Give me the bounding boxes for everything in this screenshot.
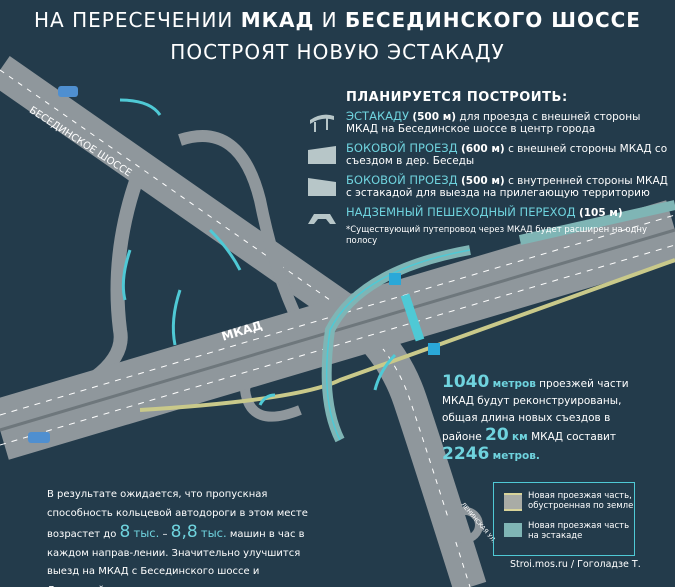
north-side-overpass — [518, 200, 675, 245]
legend-ground: Новая проезжая часть, обустроенная по зе… — [528, 491, 634, 511]
title-line-2: ПОСТРОЯТ НОВУЮ ЭСТАКАДУ — [170, 40, 505, 64]
legend-overpass: Новая проезжая часть на эстакаде — [528, 521, 630, 541]
credit: Stroi.mos.ru / Гоголадзе Т. — [510, 559, 641, 570]
legend-swatch-overpass — [504, 523, 522, 537]
side-road-south — [139, 258, 675, 412]
legend: Новая проезжая часть, обустроенная по зе… — [493, 482, 635, 556]
pedestrian-sign-icon — [428, 343, 440, 355]
plan-item: ЭСТАКАДУ (500 м) для проезда с внешней с… — [306, 109, 675, 136]
car-icon — [58, 86, 78, 97]
title-line-1: НА ПЕРЕСЕЧЕНИИ МКАД И БЕСЕДИНСКОГО ШОССЕ — [34, 8, 641, 32]
arrow-icon — [208, 228, 242, 271]
plan-list: ПЛАНИРУЕТСЯ ПОСТРОИТЬ: ЭСТАКАДУ (500 м) … — [306, 90, 675, 247]
pedestrian-sign-icon — [389, 273, 401, 285]
plan-heading: ПЛАНИРУЕТСЯ ПОСТРОИТЬ: — [346, 90, 568, 105]
pedestrian-bridge — [400, 293, 425, 342]
result-text: В результате ожидается, что пропускная с… — [47, 489, 308, 587]
plan-item: НАДЗЕМНЫЙ ПЕШЕХОДНЫЙ ПЕРЕХОД (105 м) — [306, 205, 675, 224]
stats-text: 1040 метров проезжей части МКАД будут ре… — [442, 372, 629, 464]
arrow-icon — [258, 393, 276, 406]
arrow-icon — [121, 249, 132, 301]
plan-item: БОКОВОЙ ПРОЕЗД (600 м) с внешней стороны… — [306, 141, 675, 168]
car-icon — [28, 432, 50, 443]
plan-note: *Существующий путепровод через МКАД буде… — [346, 225, 647, 246]
side-road-ramp-icon — [308, 177, 336, 196]
overpass-icon — [310, 114, 334, 132]
pedestrian-bridge-icon — [308, 213, 336, 224]
side-road-icon — [308, 145, 336, 164]
plan-item: БОКОВОЙ ПРОЕЗД (500 м) с внутренней стор… — [306, 173, 675, 200]
arrow-icon — [119, 98, 162, 116]
roundabout — [447, 507, 483, 543]
arrow-icon — [373, 353, 397, 391]
legend-swatch-ground — [504, 493, 522, 511]
arrow-icon — [171, 289, 182, 346]
